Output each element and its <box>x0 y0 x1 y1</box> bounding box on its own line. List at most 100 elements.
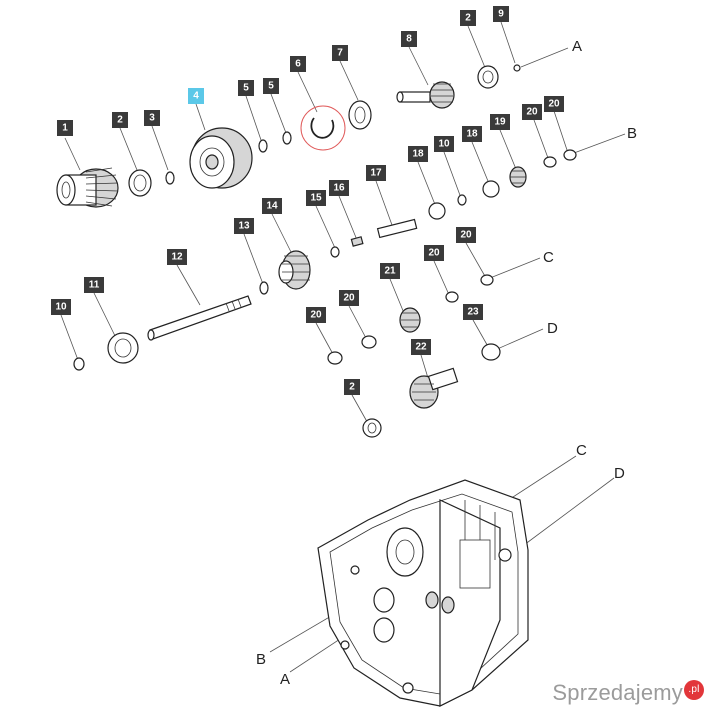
parts <box>56 64 577 707</box>
callout-tag: 19 <box>490 114 510 130</box>
part-8-shaft-gear <box>396 81 455 109</box>
callout-tag: 16 <box>329 180 349 196</box>
svg-text:20: 20 <box>460 230 472 241</box>
callout-tag: 11 <box>84 277 104 293</box>
part-14-double-gear <box>278 250 311 290</box>
part-19-gear <box>509 166 527 188</box>
svg-text:7: 7 <box>337 48 343 59</box>
part-5-ring-a <box>258 139 268 153</box>
part-22-output-gear <box>409 367 459 409</box>
callout-tag: 20 <box>424 245 444 261</box>
callout-tag: 10 <box>51 299 71 315</box>
callout-tag: 2 <box>112 112 128 128</box>
callout-tag: 5 <box>238 80 254 96</box>
part-9-ball <box>513 64 521 72</box>
svg-text:20: 20 <box>343 293 355 304</box>
part-20-washer-e <box>361 335 377 349</box>
svg-text:15: 15 <box>310 193 322 204</box>
callout-tag-highlighted: 4 <box>188 88 204 104</box>
part-10-ring-a <box>457 194 467 206</box>
svg-text:10: 10 <box>55 302 67 313</box>
callout-tag: 20 <box>456 227 476 243</box>
part-1-gear-hub <box>56 167 119 208</box>
svg-text:2: 2 <box>349 382 355 393</box>
callout-tag: 21 <box>380 263 400 279</box>
watermark-suffix: .pl <box>684 680 704 700</box>
callout-tag: 15 <box>306 190 326 206</box>
part-7-bearing <box>348 100 372 130</box>
svg-text:4: 4 <box>193 91 199 102</box>
part-20-washer-d <box>445 291 459 303</box>
part-11-bearing <box>107 332 139 364</box>
reference-letters: A B C D C D B A <box>256 38 637 688</box>
part-12-long-shaft <box>147 295 252 341</box>
svg-text:8: 8 <box>406 34 412 45</box>
svg-text:23: 23 <box>467 307 479 318</box>
svg-text:14: 14 <box>266 201 278 212</box>
part-21-gear <box>399 307 421 333</box>
part-20-washer-a <box>543 156 557 168</box>
part-5-ring-b <box>282 131 292 145</box>
watermark-logo: Sprzedajemy.pl <box>552 680 704 706</box>
ref-letter-d: D <box>547 320 558 337</box>
callout-tag: 18 <box>408 146 428 162</box>
svg-text:1: 1 <box>62 123 68 134</box>
svg-text:6: 6 <box>295 59 301 70</box>
ref-letter-a-housing: A <box>280 671 290 688</box>
part-2-bearing <box>128 169 152 197</box>
svg-text:2: 2 <box>117 115 123 126</box>
callout-tag: 18 <box>462 126 482 142</box>
svg-text:12: 12 <box>171 252 183 263</box>
svg-text:22: 22 <box>415 342 427 353</box>
callout-tag: 8 <box>401 31 417 47</box>
svg-text:20: 20 <box>310 310 322 321</box>
part-3-ring <box>165 171 175 185</box>
callout-tag: 6 <box>290 56 306 72</box>
part-16-pin <box>350 236 364 247</box>
part-4-clutch-drum <box>189 127 253 189</box>
ref-letter-a: A <box>572 38 582 55</box>
callout-tag: 20 <box>522 104 542 120</box>
svg-text:13: 13 <box>238 221 250 232</box>
svg-text:21: 21 <box>384 266 396 277</box>
svg-text:5: 5 <box>243 83 249 94</box>
part-23-seal <box>481 343 501 361</box>
svg-text:2: 2 <box>465 13 471 24</box>
svg-text:20: 20 <box>428 248 440 259</box>
callout-tag: 20 <box>306 307 326 323</box>
callout-tag: 14 <box>262 198 282 214</box>
callout-tag: 7 <box>332 45 348 61</box>
ref-letter-b-housing: B <box>256 651 266 668</box>
part-6-circlip <box>300 105 346 151</box>
callout-tag: 13 <box>234 218 254 234</box>
part-20-washer-b <box>563 149 577 161</box>
svg-text:18: 18 <box>412 149 424 160</box>
callout-tag: 12 <box>167 249 187 265</box>
callout-tag: 2 <box>460 10 476 26</box>
part-15-ring <box>330 246 340 258</box>
part-17-shaft <box>376 218 418 239</box>
callout-tag: 9 <box>493 6 509 22</box>
watermark-text: Sprzedajemy <box>552 680 683 705</box>
part-20-washer-f <box>327 351 343 365</box>
callout-tag: 20 <box>339 290 359 306</box>
part-20-washer-c <box>480 274 494 286</box>
callout-tag: 5 <box>263 78 279 94</box>
callout-tag: 23 <box>463 304 483 320</box>
svg-text:5: 5 <box>268 81 274 92</box>
svg-text:3: 3 <box>149 113 155 124</box>
callout-tag: 10 <box>434 136 454 152</box>
svg-text:11: 11 <box>89 280 100 291</box>
part-2-bearing-b <box>477 65 499 89</box>
transmission-housing <box>317 479 529 707</box>
part-2-bearing-c <box>362 418 382 438</box>
callout-tags: 1 2 3 4 5 5 6 7 8 2 9 20 20 18 10 18 19 … <box>51 6 564 395</box>
svg-text:16: 16 <box>333 183 345 194</box>
svg-text:17: 17 <box>370 168 382 179</box>
part-18-bearing-a <box>428 202 446 220</box>
part-13-ring <box>259 281 269 295</box>
callout-tag: 3 <box>144 110 160 126</box>
ref-letter-c: C <box>543 249 554 266</box>
part-10-ring-b <box>73 357 85 371</box>
